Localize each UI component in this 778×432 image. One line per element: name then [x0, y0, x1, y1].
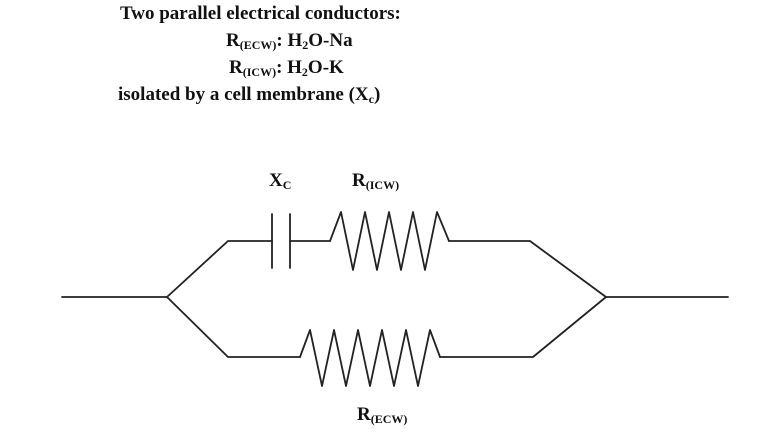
resistor-ecw-subscript: (ECW) [370, 412, 408, 426]
membrane-text: isolated by a cell membrane (X [118, 84, 369, 105]
heading-line-3: R(ICW): H2O-K [229, 57, 344, 80]
r-ecw-subscript: (ECW) [239, 38, 277, 52]
resistor-ecw-label: R(ECW) [357, 404, 407, 427]
formula-subscript-2: 2 [302, 38, 309, 52]
r-ecw-symbol: R [226, 30, 240, 51]
resistor-icw-subscript: (ICW) [365, 178, 400, 192]
resistor-icw-symbol: R [352, 170, 366, 191]
heading-line-2: R(ECW): H2O-Na [226, 30, 353, 53]
upper-branch-left-wire [166, 240, 273, 298]
resistor-ecw [299, 329, 441, 387]
capacitor-label: XC [269, 170, 291, 193]
formula-o-na: O-Na [308, 30, 353, 51]
formula-h: H [287, 57, 302, 78]
membrane-close: ) [373, 84, 381, 105]
formula-o-k: O-K [307, 57, 344, 78]
membrane-subscript: c [368, 92, 374, 106]
lower-branch-right-wire [439, 296, 607, 358]
r-icw-symbol: R [229, 57, 243, 78]
resistor-icw [329, 211, 450, 271]
r-icw-subscript: (ICW) [242, 65, 277, 79]
lower-branch-left-wire [166, 296, 301, 358]
capacitor-symbol: X [269, 170, 283, 191]
formula-subscript-2: 2 [301, 65, 308, 79]
upper-branch-right-wire [448, 240, 607, 298]
formula-h: H [287, 30, 303, 51]
resistor-ecw-symbol: R [357, 404, 371, 425]
separator: : [276, 30, 288, 51]
resistor-icw-label: R(ICW) [352, 170, 399, 193]
heading-line-1: Two parallel electrical conductors: [120, 3, 401, 24]
separator: : [276, 57, 288, 78]
capacitor-subscript: C [282, 178, 292, 192]
heading-line-4: isolated by a cell membrane (Xc) [118, 84, 380, 107]
